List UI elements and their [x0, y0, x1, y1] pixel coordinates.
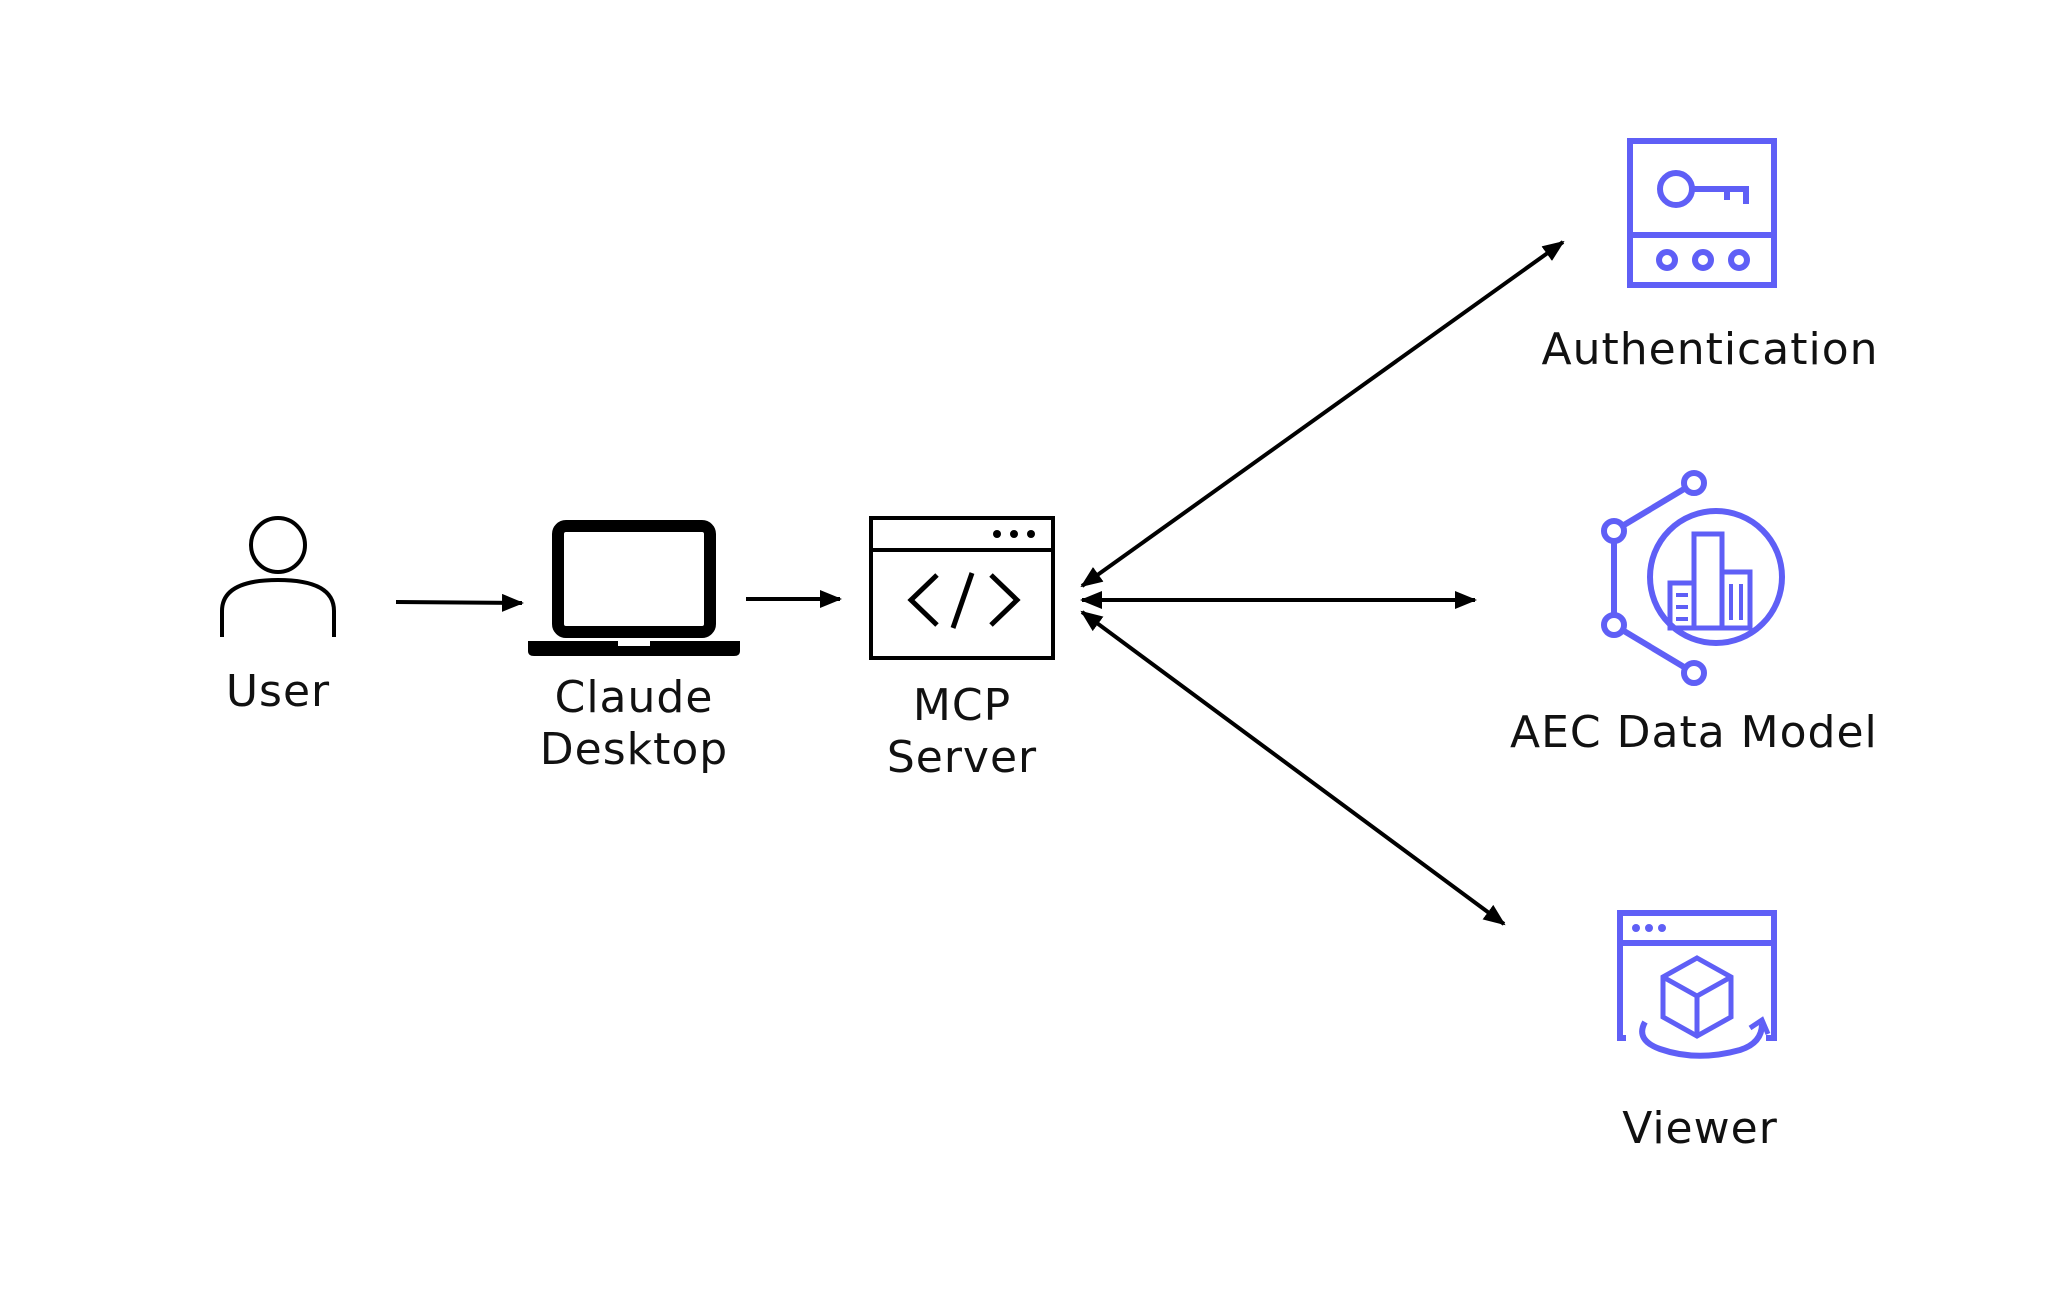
code-window-icon — [869, 516, 1055, 660]
claude-desktop-label-line2: Desktop — [539, 724, 729, 775]
claude-desktop-label: Claude Desktop — [500, 672, 768, 776]
building-network-icon — [1601, 470, 1785, 686]
person-icon — [220, 516, 336, 637]
arrow-mcp-authentication — [1080, 240, 1565, 588]
viewer-label: Viewer — [1622, 1103, 1778, 1154]
key-panel-icon — [1627, 138, 1777, 288]
arrow-mcp-viewer — [1080, 610, 1506, 926]
mcp-server-label-line1: MCP — [912, 680, 1012, 731]
aec-data-model-label: AEC Data Model — [1510, 707, 1878, 758]
claude-desktop-label-line1: Claude — [554, 672, 714, 723]
mcp-server-label-line2: Server — [886, 732, 1038, 783]
user-label: User — [225, 666, 331, 717]
authentication-label: Authentication — [1541, 324, 1879, 375]
arrow-user-to-claude — [395, 593, 524, 612]
laptop-icon — [528, 520, 740, 656]
mcp-server-label: MCP Server — [842, 680, 1082, 784]
3d-cube-viewer-icon — [1617, 910, 1777, 1059]
